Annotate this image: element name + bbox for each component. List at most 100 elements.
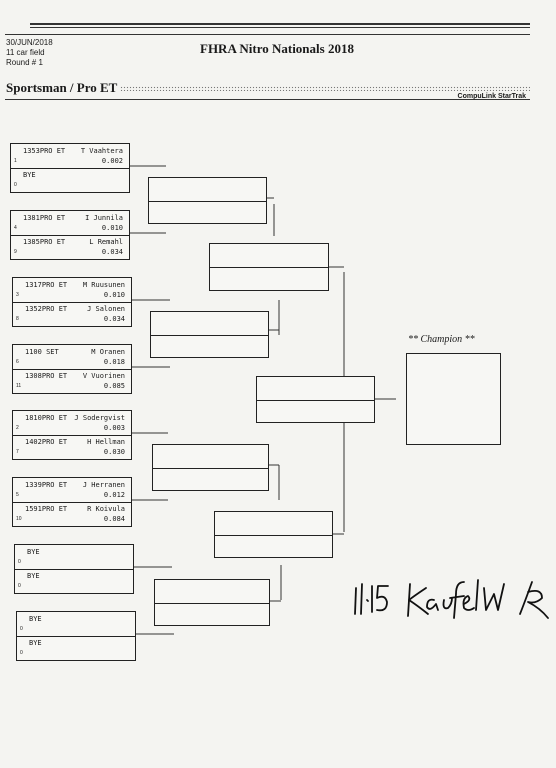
lane-divider <box>13 302 131 303</box>
car-number: 1100 SET <box>25 348 59 356</box>
reaction-time: 0.034 <box>101 248 123 256</box>
lane-bottom: 1385PRO ET L Remahl 9 0.034 <box>11 235 129 259</box>
lane-divider <box>13 369 131 370</box>
car-number: 1381PRO ET <box>23 214 66 222</box>
car-number: 1591PRO ET <box>25 505 68 513</box>
lane-bottom: 1352PRO ET J Salonen 8 0.034 <box>13 302 131 326</box>
car-number: 1339PRO ET <box>25 481 68 489</box>
lane-bottom: BYE 0 <box>11 168 129 192</box>
reaction-time: 0.084 <box>103 515 125 523</box>
reaction-time: 0.034 <box>103 315 125 323</box>
seed-number: 3 <box>16 292 19 298</box>
seed-number: 1 <box>14 158 17 164</box>
round2-slot <box>152 444 269 491</box>
reaction-time: 0.085 <box>103 382 125 390</box>
connector-line <box>268 300 280 335</box>
header-rule <box>5 99 530 100</box>
class-title: Sportsman / Pro ET <box>6 80 118 95</box>
connector-line <box>332 413 345 535</box>
seed-number: 4 <box>14 225 17 231</box>
header-rule <box>30 23 530 25</box>
reaction-time: 0.010 <box>103 291 125 299</box>
event-info: 30/JUN/2018 11 car field Round # 1 <box>6 38 53 68</box>
seed-number: 2 <box>16 425 19 431</box>
seed-number: 0 <box>18 583 21 589</box>
car-number: 1402PRO ET <box>25 438 68 446</box>
round2-slot <box>150 311 269 358</box>
car-number: 1308PRO ET <box>25 372 68 380</box>
car-number: BYE <box>29 615 42 623</box>
seed-number: 8 <box>16 316 19 322</box>
lane-divider <box>13 502 131 503</box>
seed-number: 5 <box>16 492 19 498</box>
driver-name: I Junnila <box>85 214 123 222</box>
round2-slot <box>148 177 267 224</box>
seed-number: 9 <box>14 249 17 255</box>
seed-number: 0 <box>20 626 23 632</box>
reaction-time: 0.002 <box>101 157 123 165</box>
software-label: CompuLink StarTrak <box>457 93 526 100</box>
lane-top: BYE 0 <box>17 612 135 636</box>
lane-divider <box>17 636 135 637</box>
lane-top: BYE 0 <box>15 545 133 569</box>
driver-name: H Hellman <box>87 438 125 446</box>
lane-bottom: BYE 0 <box>17 636 135 660</box>
round2-slot <box>154 579 270 626</box>
lane-top: 1339PRO ET J Herranen 5 0.012 <box>13 478 131 502</box>
round3-slot <box>209 243 329 291</box>
reaction-time: 0.018 <box>103 358 125 366</box>
bracket-pair: 1810PRO ET J Sodergvist 2 0.003 1402PRO … <box>12 410 132 460</box>
lane-divider <box>11 235 129 236</box>
driver-name: J Salonen <box>87 305 125 313</box>
lane-divider <box>11 168 129 169</box>
bracket-pair: 1100 SET M Oranen 6 0.018 1308PRO ET V V… <box>12 344 132 394</box>
reaction-time: 0.030 <box>103 448 125 456</box>
seed-number: 0 <box>18 559 21 565</box>
car-number: 1385PRO ET <box>23 238 66 246</box>
driver-name: J Sodergvist <box>74 414 125 422</box>
event-title: FHRA Nitro Nationals 2018 <box>200 41 354 56</box>
seed-number: 7 <box>16 449 19 455</box>
connector-line <box>270 565 282 602</box>
bracket-pair: BYE 0 BYE 0 <box>14 544 134 594</box>
reaction-time: 0.010 <box>101 224 123 232</box>
lane-divider <box>13 435 131 436</box>
car-number: BYE <box>27 572 40 580</box>
driver-name: L Remahl <box>89 238 123 246</box>
seed-number: 6 <box>16 359 19 365</box>
lane-top: 1317PRO ET M Ruusunen 3 0.010 <box>13 278 131 302</box>
driver-name: M Oranen <box>91 348 125 356</box>
champion-box <box>406 353 501 445</box>
driver-name: V Vuorinen <box>82 372 125 380</box>
lane-top: 1810PRO ET J Sodergvist 2 0.003 <box>13 411 131 435</box>
bracket-pair: 1339PRO ET J Herranen 5 0.012 1591PRO ET… <box>12 477 132 527</box>
lane-bottom: 1591PRO ET R Koivula 10 0.084 <box>13 502 131 526</box>
lane-top: 1100 SET M Oranen 6 0.018 <box>13 345 131 369</box>
field-size: 11 car field <box>6 48 45 57</box>
reaction-time: 0.003 <box>103 424 125 432</box>
bracket-pair: 1317PRO ET M Ruusunen 3 0.010 1352PRO ET… <box>12 277 132 327</box>
bracket-pair: BYE 0 BYE 0 <box>16 611 136 661</box>
car-number: 1810PRO ET <box>25 414 68 422</box>
car-number: BYE <box>23 171 36 179</box>
seed-number: 10 <box>16 516 22 522</box>
event-date: 30/JUN/2018 <box>6 38 53 47</box>
lane-bottom: BYE 0 <box>15 569 133 593</box>
header-rule <box>5 34 530 35</box>
round-number: Round # 1 <box>6 58 43 67</box>
connector-line <box>268 464 280 500</box>
driver-name: T Vaahtera <box>80 147 123 155</box>
lane-bottom: 1308PRO ET V Vuorinen 11 0.085 <box>13 369 131 393</box>
final-slot <box>256 376 375 423</box>
car-number: BYE <box>27 548 40 556</box>
reaction-time: 0.012 <box>103 491 125 499</box>
driver-name: R Koivula <box>87 505 125 513</box>
lane-top: 1353PRO ET T Vaahtera 1 0.002 <box>11 144 129 168</box>
handwritten-signature <box>354 579 549 619</box>
champion-label: ** Champion ** <box>408 334 475 345</box>
dotted-leader <box>120 86 530 91</box>
seed-number: 0 <box>14 182 17 188</box>
car-number: 1353PRO ET <box>23 147 66 155</box>
bracket-pair: 1381PRO ET I Junnila 4 0.010 1385PRO ET … <box>10 210 130 260</box>
